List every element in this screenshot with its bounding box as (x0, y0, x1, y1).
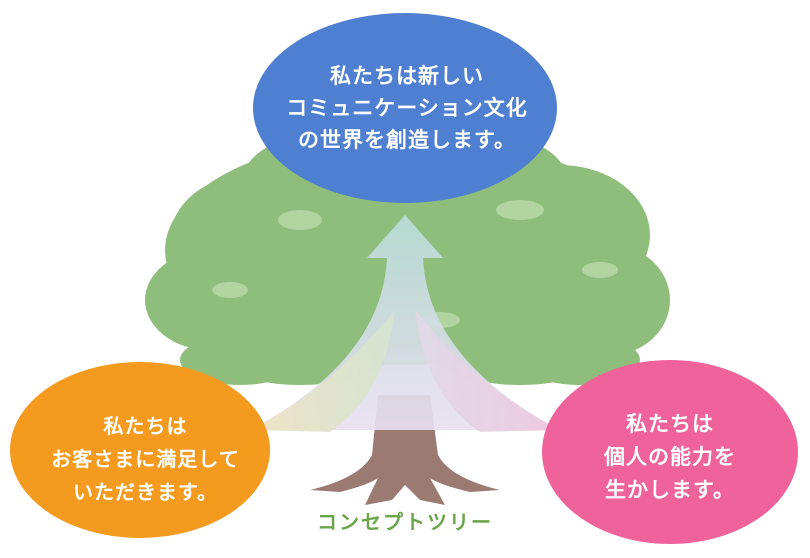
right-branch-wing (415, 310, 560, 432)
left-bubble (10, 362, 270, 538)
right-bubble-text: 私たちは 個人の能力を 生かします。 (604, 412, 736, 502)
right-bubble (542, 360, 798, 544)
top-bubble-text: 私たちは新しい コミュニケーション文化 の世界を創造します。 (286, 64, 528, 152)
left-branch-wing (250, 310, 395, 432)
tree-trunk (310, 395, 500, 505)
left-bubble-text: 私たちは お客さまに満足して いただきます。 (51, 414, 240, 504)
growth-arrow (250, 215, 560, 430)
diagram-caption: コンセプトツリー (317, 510, 493, 534)
top-bubble (253, 13, 557, 203)
